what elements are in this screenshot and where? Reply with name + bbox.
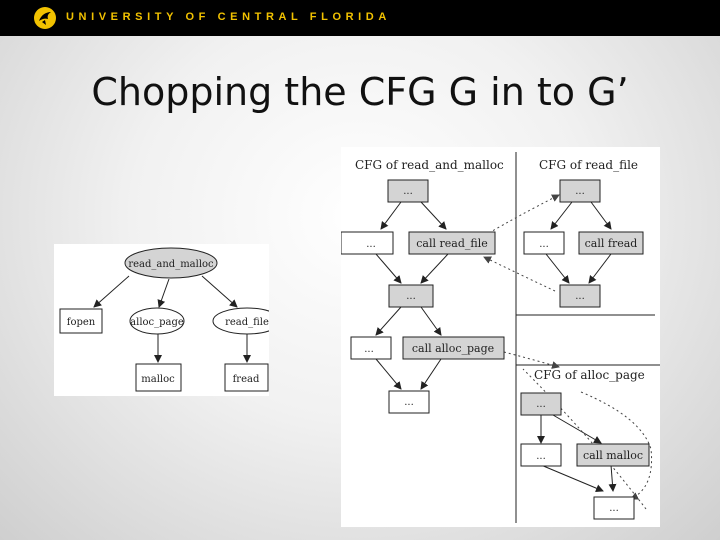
cfg-block-label: call malloc bbox=[583, 449, 643, 462]
cfg-block: ... bbox=[520, 392, 562, 416]
cfg-block-label: ... bbox=[366, 239, 376, 250]
cfg-block-label: call alloc_page bbox=[412, 342, 494, 355]
cg-callee-label: read_file bbox=[225, 317, 269, 328]
cfg-block-label: ... bbox=[575, 186, 585, 197]
cg-leaf-label: fread bbox=[233, 374, 260, 385]
cg-node-malloc: malloc bbox=[135, 363, 182, 392]
cfg-block-label: ... bbox=[536, 451, 546, 462]
cg-callee-label: alloc_page bbox=[130, 317, 184, 328]
cfg-block: ... bbox=[387, 179, 429, 203]
cfg-block: call read_file bbox=[408, 231, 496, 255]
cg-node-alloc-page: alloc_page bbox=[129, 307, 185, 335]
call-graph-diagram: read_and_malloc fopen alloc_page read_fi… bbox=[54, 244, 282, 396]
cfg-block: ... bbox=[340, 231, 394, 255]
university-name: UNIVERSITY OF CENTRAL FLORIDA bbox=[66, 11, 391, 23]
cfg-block: ... bbox=[559, 179, 601, 203]
cg-node-fread: fread bbox=[224, 363, 269, 392]
cfg-block: ... bbox=[523, 231, 565, 255]
cg-leaf-label: malloc bbox=[141, 374, 175, 385]
cfg-block-label: ... bbox=[364, 344, 374, 355]
cg-node-fopen: fopen bbox=[59, 308, 103, 334]
cfg-block: ... bbox=[593, 496, 635, 520]
cfg-alloc-page-title: CFG of alloc_page bbox=[534, 368, 645, 382]
cfg-block-label: ... bbox=[575, 291, 585, 302]
cfg-block-label: ... bbox=[403, 186, 413, 197]
cfg-block: ... bbox=[388, 284, 434, 308]
cfg-block-label: call read_file bbox=[416, 237, 487, 250]
cfg-block: ... bbox=[520, 443, 562, 467]
cfg-block: ... bbox=[559, 284, 601, 308]
cfg-block-label: ... bbox=[539, 239, 549, 250]
slide-title: Chopping the CFG G in to G’ bbox=[91, 70, 629, 114]
cfg-diagram: CFG of read_and_malloc CFG of read_file … bbox=[340, 147, 660, 527]
cfg-block-label: ... bbox=[609, 503, 619, 514]
cfg-read-file-title: CFG of read_file bbox=[539, 158, 638, 172]
cg-callee-label: fopen bbox=[67, 317, 96, 328]
cfg-block: call fread bbox=[578, 231, 644, 255]
cfg-block-label: ... bbox=[536, 399, 546, 410]
cfg-block: ... bbox=[350, 336, 392, 360]
cg-node-read-file: read_file bbox=[212, 307, 282, 335]
cfg-block-label: ... bbox=[404, 397, 414, 408]
cfg-block-label: ... bbox=[406, 291, 416, 302]
cg-node-root: read_and_malloc bbox=[124, 247, 218, 279]
cfg-block: call alloc_page bbox=[402, 336, 505, 360]
cfg-read-and-malloc-title: CFG of read_and_malloc bbox=[355, 158, 504, 172]
cg-root-label: read_and_malloc bbox=[128, 259, 214, 270]
cfg-block-label: call fread bbox=[585, 237, 638, 250]
top-banner: UNIVERSITY OF CENTRAL FLORIDA bbox=[0, 0, 720, 36]
cfg-block: ... bbox=[388, 390, 430, 414]
pegasus-logo-icon bbox=[34, 7, 56, 29]
cfg-block: call malloc bbox=[576, 443, 650, 467]
